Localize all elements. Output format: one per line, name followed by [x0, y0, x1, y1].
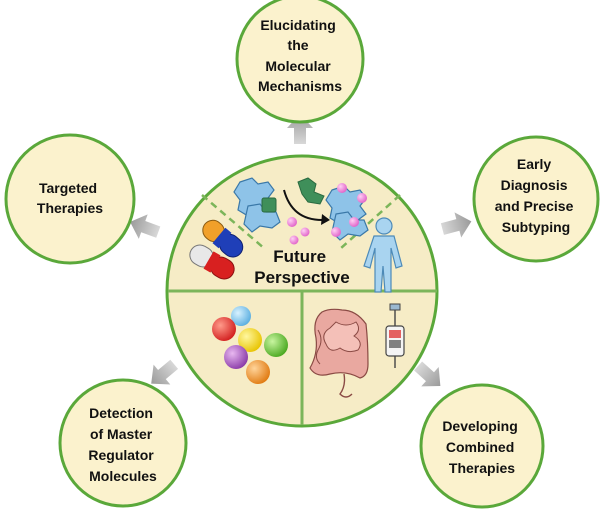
capsule-pills-icon: [189, 219, 244, 280]
svg-text:Elucidating the Mo: Elucidating the Molecular Mechanisms: [258, 17, 342, 94]
arrow-to-bottom-right: [414, 361, 441, 387]
arrow-to-left: [130, 214, 161, 239]
human-body-icon: [363, 217, 403, 293]
syringe-device-icon: [385, 303, 405, 368]
node-bottom-left: Detection of Master Regulator Molecules: [58, 378, 188, 508]
arrow-to-bottom-left: [151, 359, 179, 385]
node-right: Early Diagnosis and Precise Subtyping: [472, 135, 600, 263]
svg-text:Targeted Therapies: Targeted Therapies: [37, 180, 103, 216]
node-bottom-right: Developing Combined Therapies: [419, 383, 545, 509]
intestine-icon: [309, 308, 369, 398]
dashed-divider-right: [339, 194, 401, 250]
regulator-molecules-icon: [212, 306, 288, 384]
dashed-divider-left: [201, 194, 266, 250]
svg-text:Detection of Master: Detection of Master Regulator Molecules: [88, 405, 157, 484]
center-title: Future Perspective: [254, 247, 349, 287]
center-circle: [165, 154, 439, 428]
arrow-to-right: [440, 212, 472, 238]
svg-text:Developing Combined: Developing Combined Therapies: [442, 418, 521, 476]
node-top: Elucidating the Molecular Mechanisms: [235, 0, 365, 124]
molecular-mechanism-icon: [233, 177, 369, 245]
node-left: Targeted Therapies: [4, 133, 136, 265]
svg-text:Early Diagnosis an: Early Diagnosis and Precise Subtyping: [495, 156, 578, 235]
